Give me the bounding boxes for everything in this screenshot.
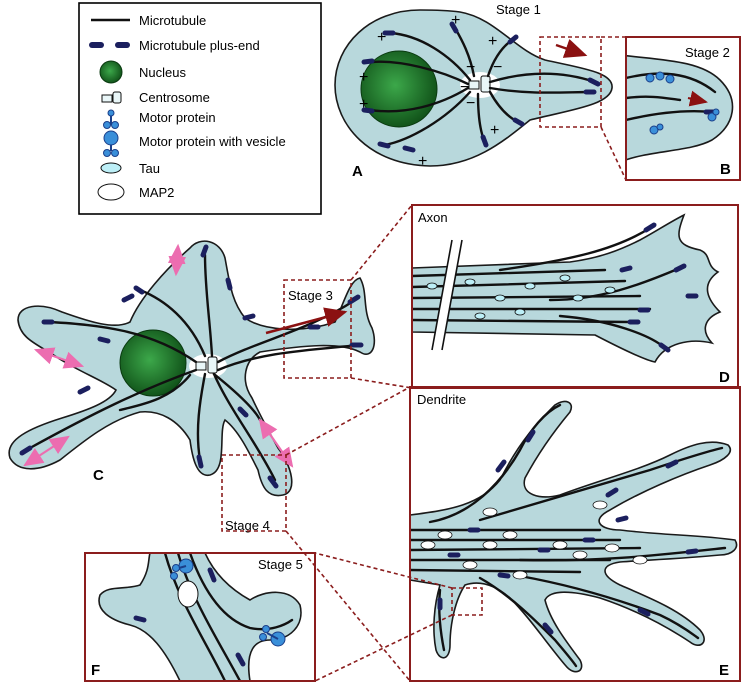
panel-e-frame xyxy=(409,386,741,682)
zoom-connector xyxy=(314,552,453,589)
legend-item-label: Centrosome xyxy=(139,90,210,105)
plus-mark: + xyxy=(377,29,386,46)
centrosome-icon xyxy=(101,91,122,104)
dendrite-plus-ends xyxy=(437,429,699,635)
motor-protein-icon xyxy=(103,109,119,129)
legend-item-label: Motor protein with vesicle xyxy=(139,134,286,149)
axon-shaft xyxy=(412,213,722,363)
nucleus-icon xyxy=(99,60,123,84)
growth-arrow xyxy=(167,243,187,277)
tau-icon xyxy=(100,162,122,174)
tau-proteins xyxy=(426,274,616,320)
dendrite-microtubules xyxy=(410,403,727,668)
axon-break-mark xyxy=(431,239,463,351)
plus-mark: + xyxy=(359,96,368,113)
minus-mark: − xyxy=(466,59,475,76)
stage5-zoom-region xyxy=(451,587,483,616)
stage1-plus-ends xyxy=(361,21,601,153)
growth-arrow xyxy=(33,347,85,369)
neuron-plus-ends xyxy=(19,244,364,489)
growth-arrow xyxy=(23,435,70,467)
panel-label-a: A xyxy=(352,163,363,180)
neurite-growth-arrows xyxy=(23,243,294,468)
stage-1-label: Stage 1 xyxy=(496,2,541,17)
centrosome xyxy=(195,356,218,374)
zoom-connector xyxy=(350,377,413,389)
growth-arrow xyxy=(258,418,294,468)
transport-direction-arrow xyxy=(687,90,708,107)
legend-item-label: Microtubule plus-end xyxy=(139,38,260,53)
zoom-connector xyxy=(314,614,453,682)
panel-label-b: B xyxy=(720,161,731,178)
panel-label-d: D xyxy=(719,369,730,386)
panel-label-e: E xyxy=(719,662,729,679)
panel-b-frame xyxy=(625,36,741,181)
centrosome xyxy=(468,75,491,93)
plus-mark: + xyxy=(488,33,497,50)
zoom-connector xyxy=(285,386,411,456)
stage3-zoom-region xyxy=(283,279,352,379)
zoom-connector xyxy=(600,126,627,181)
stage-2-label: Stage 2 xyxy=(685,45,730,60)
axon-direction-arrow xyxy=(265,307,348,335)
panel-d-axon: Axon D xyxy=(411,204,739,389)
panel-f-stage-5: Stage 5 F xyxy=(84,552,316,682)
panel-f-frame xyxy=(84,552,316,682)
dendrite-label: Dendrite xyxy=(417,392,466,407)
legend: Microtubule Microtubule plus-end Nucleus… xyxy=(78,2,322,215)
legend-frame xyxy=(78,2,322,215)
panel-label-f: F xyxy=(91,662,100,679)
growth-direction-arrow xyxy=(555,39,588,58)
growth-cone-tip xyxy=(626,54,734,161)
dendritic-spine-closeup xyxy=(98,553,302,681)
minus-mark: − xyxy=(460,79,469,96)
motor-protein-vesicle xyxy=(170,558,194,580)
zoom-connector xyxy=(350,204,413,281)
stage-4-label: Stage 4 xyxy=(225,518,270,533)
motor-proteins xyxy=(645,71,720,135)
panel-b-stage-2: Stage 2 B xyxy=(625,36,741,181)
axon-microtubules xyxy=(412,226,682,350)
minus-mark: − xyxy=(466,95,475,112)
minus-mark: − xyxy=(493,59,502,76)
motor-protein-vesicle xyxy=(259,625,286,647)
stage1-polarity-marks: + + + + + + + − − − − xyxy=(359,12,502,170)
zoom-connector xyxy=(285,530,411,682)
plus-mark: + xyxy=(490,122,499,139)
stage1-zoom-region xyxy=(539,36,602,128)
axon-plus-ends xyxy=(619,222,699,353)
stage-3-label: Stage 3 xyxy=(288,288,333,303)
panel-c-neuron: C Stage 3 Stage 4 xyxy=(8,204,413,682)
map2-icon xyxy=(97,183,125,201)
map2 xyxy=(177,580,199,608)
map2-proteins xyxy=(420,500,648,580)
stage4-zoom-region xyxy=(221,454,287,532)
legend-item-label: Microtubule xyxy=(139,13,206,28)
plus-mark: + xyxy=(451,12,460,29)
panel-a-stage-1: + + + + + + + − − − − Stage 1 A xyxy=(334,2,627,181)
stage-5-label: Stage 5 xyxy=(258,557,303,572)
plus-mark: + xyxy=(418,153,427,170)
legend-item-label: Nucleus xyxy=(139,65,186,80)
legend-item-label: Motor protein xyxy=(139,110,216,125)
panel-label-c: C xyxy=(93,467,104,484)
legend-item-label: MAP2 xyxy=(139,185,174,200)
legend-item-label: Tau xyxy=(139,161,160,176)
panel-e-dendrite: Dendrite E xyxy=(314,386,741,682)
motor-protein-vesicle-icon xyxy=(103,130,119,157)
plus-mark: + xyxy=(359,69,368,86)
axon-label: Axon xyxy=(418,210,448,225)
